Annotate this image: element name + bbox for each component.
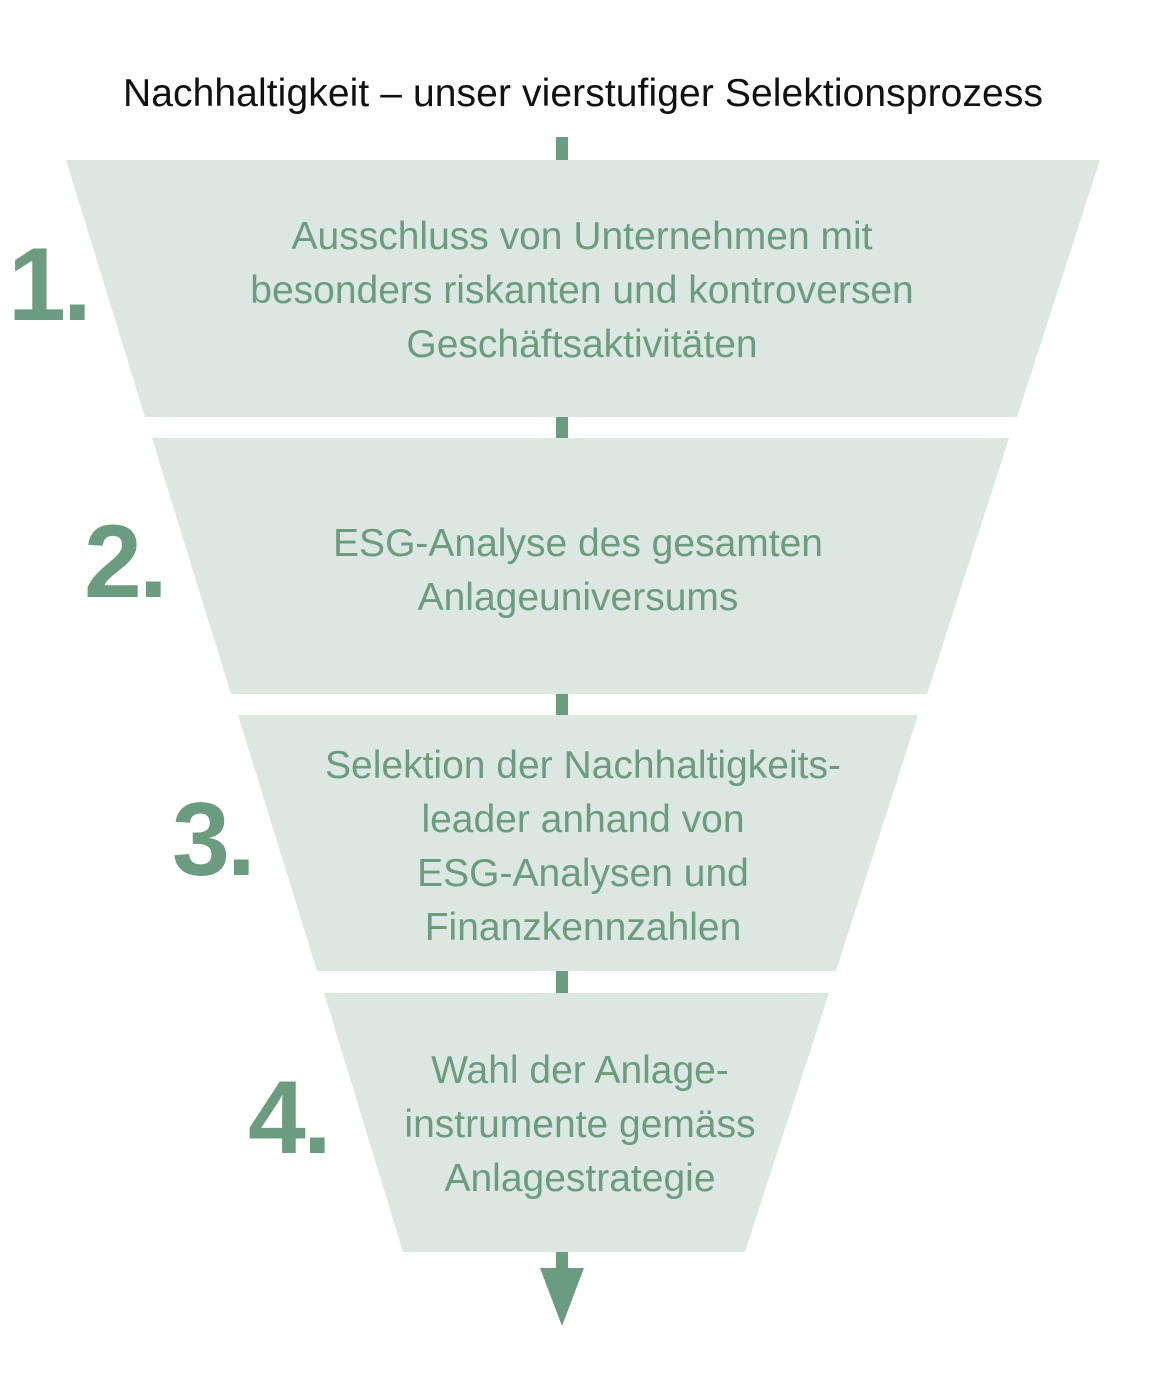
stage-2-line-1: ESG-Analyse des gesamten bbox=[333, 522, 823, 565]
stage-4-line-2: instrumente gemäss bbox=[404, 1103, 756, 1146]
stage-2-shape bbox=[152, 438, 1009, 694]
stage-4-line-1: Wahl der Anlage- bbox=[431, 1049, 729, 1092]
stage-3-line-4: Finanzkennzahlen bbox=[424, 906, 742, 949]
stage-3-line-3: ESG-Analysen und bbox=[417, 852, 749, 895]
stage-2-line-2: Anlageuniversums bbox=[417, 576, 739, 619]
connector-1-2 bbox=[556, 417, 568, 438]
stage-1-shape bbox=[66, 160, 1100, 417]
stage-3-line-1: Selektion der Nachhaltigkeits- bbox=[325, 744, 841, 787]
stage-1-text: Ausschluss von Unternehmen mit besonders… bbox=[250, 210, 913, 372]
stage-3-number: 3. bbox=[172, 782, 256, 898]
stage-1-line-1: Ausschluss von Unternehmen mit bbox=[291, 215, 873, 258]
connector-top bbox=[556, 137, 568, 161]
connector-2-3 bbox=[556, 694, 568, 715]
connector-3-4 bbox=[556, 971, 568, 993]
stage-1-line-2: besonders riskanten und kontroversen bbox=[250, 269, 914, 312]
connector-bottom bbox=[556, 1252, 568, 1272]
stage-1-line-3: Geschäftsaktivitäten bbox=[406, 323, 758, 366]
stage-3-line-2: leader anhand von bbox=[421, 798, 745, 841]
down-arrow-icon bbox=[540, 1268, 584, 1326]
stage-4-number: 4. bbox=[248, 1060, 332, 1176]
stage-1-number: 1. bbox=[8, 227, 92, 343]
diagram-title: Nachhaltigkeit – unser vierstufiger Sele… bbox=[122, 72, 1044, 115]
stage-3-shape bbox=[238, 715, 918, 971]
stage-3-text: Selektion der Nachhaltigkeits- leader an… bbox=[325, 739, 841, 955]
stage-4-shape bbox=[324, 993, 829, 1252]
stage-4-line-3: Anlagestrategie bbox=[444, 1157, 716, 1200]
stage-2-number: 2. bbox=[84, 504, 168, 620]
stage-2-text: ESG-Analyse des gesamten Anlageuniversum… bbox=[333, 517, 823, 625]
stage-4-text: Wahl der Anlage- instrumente gemäss Anla… bbox=[404, 1044, 755, 1206]
